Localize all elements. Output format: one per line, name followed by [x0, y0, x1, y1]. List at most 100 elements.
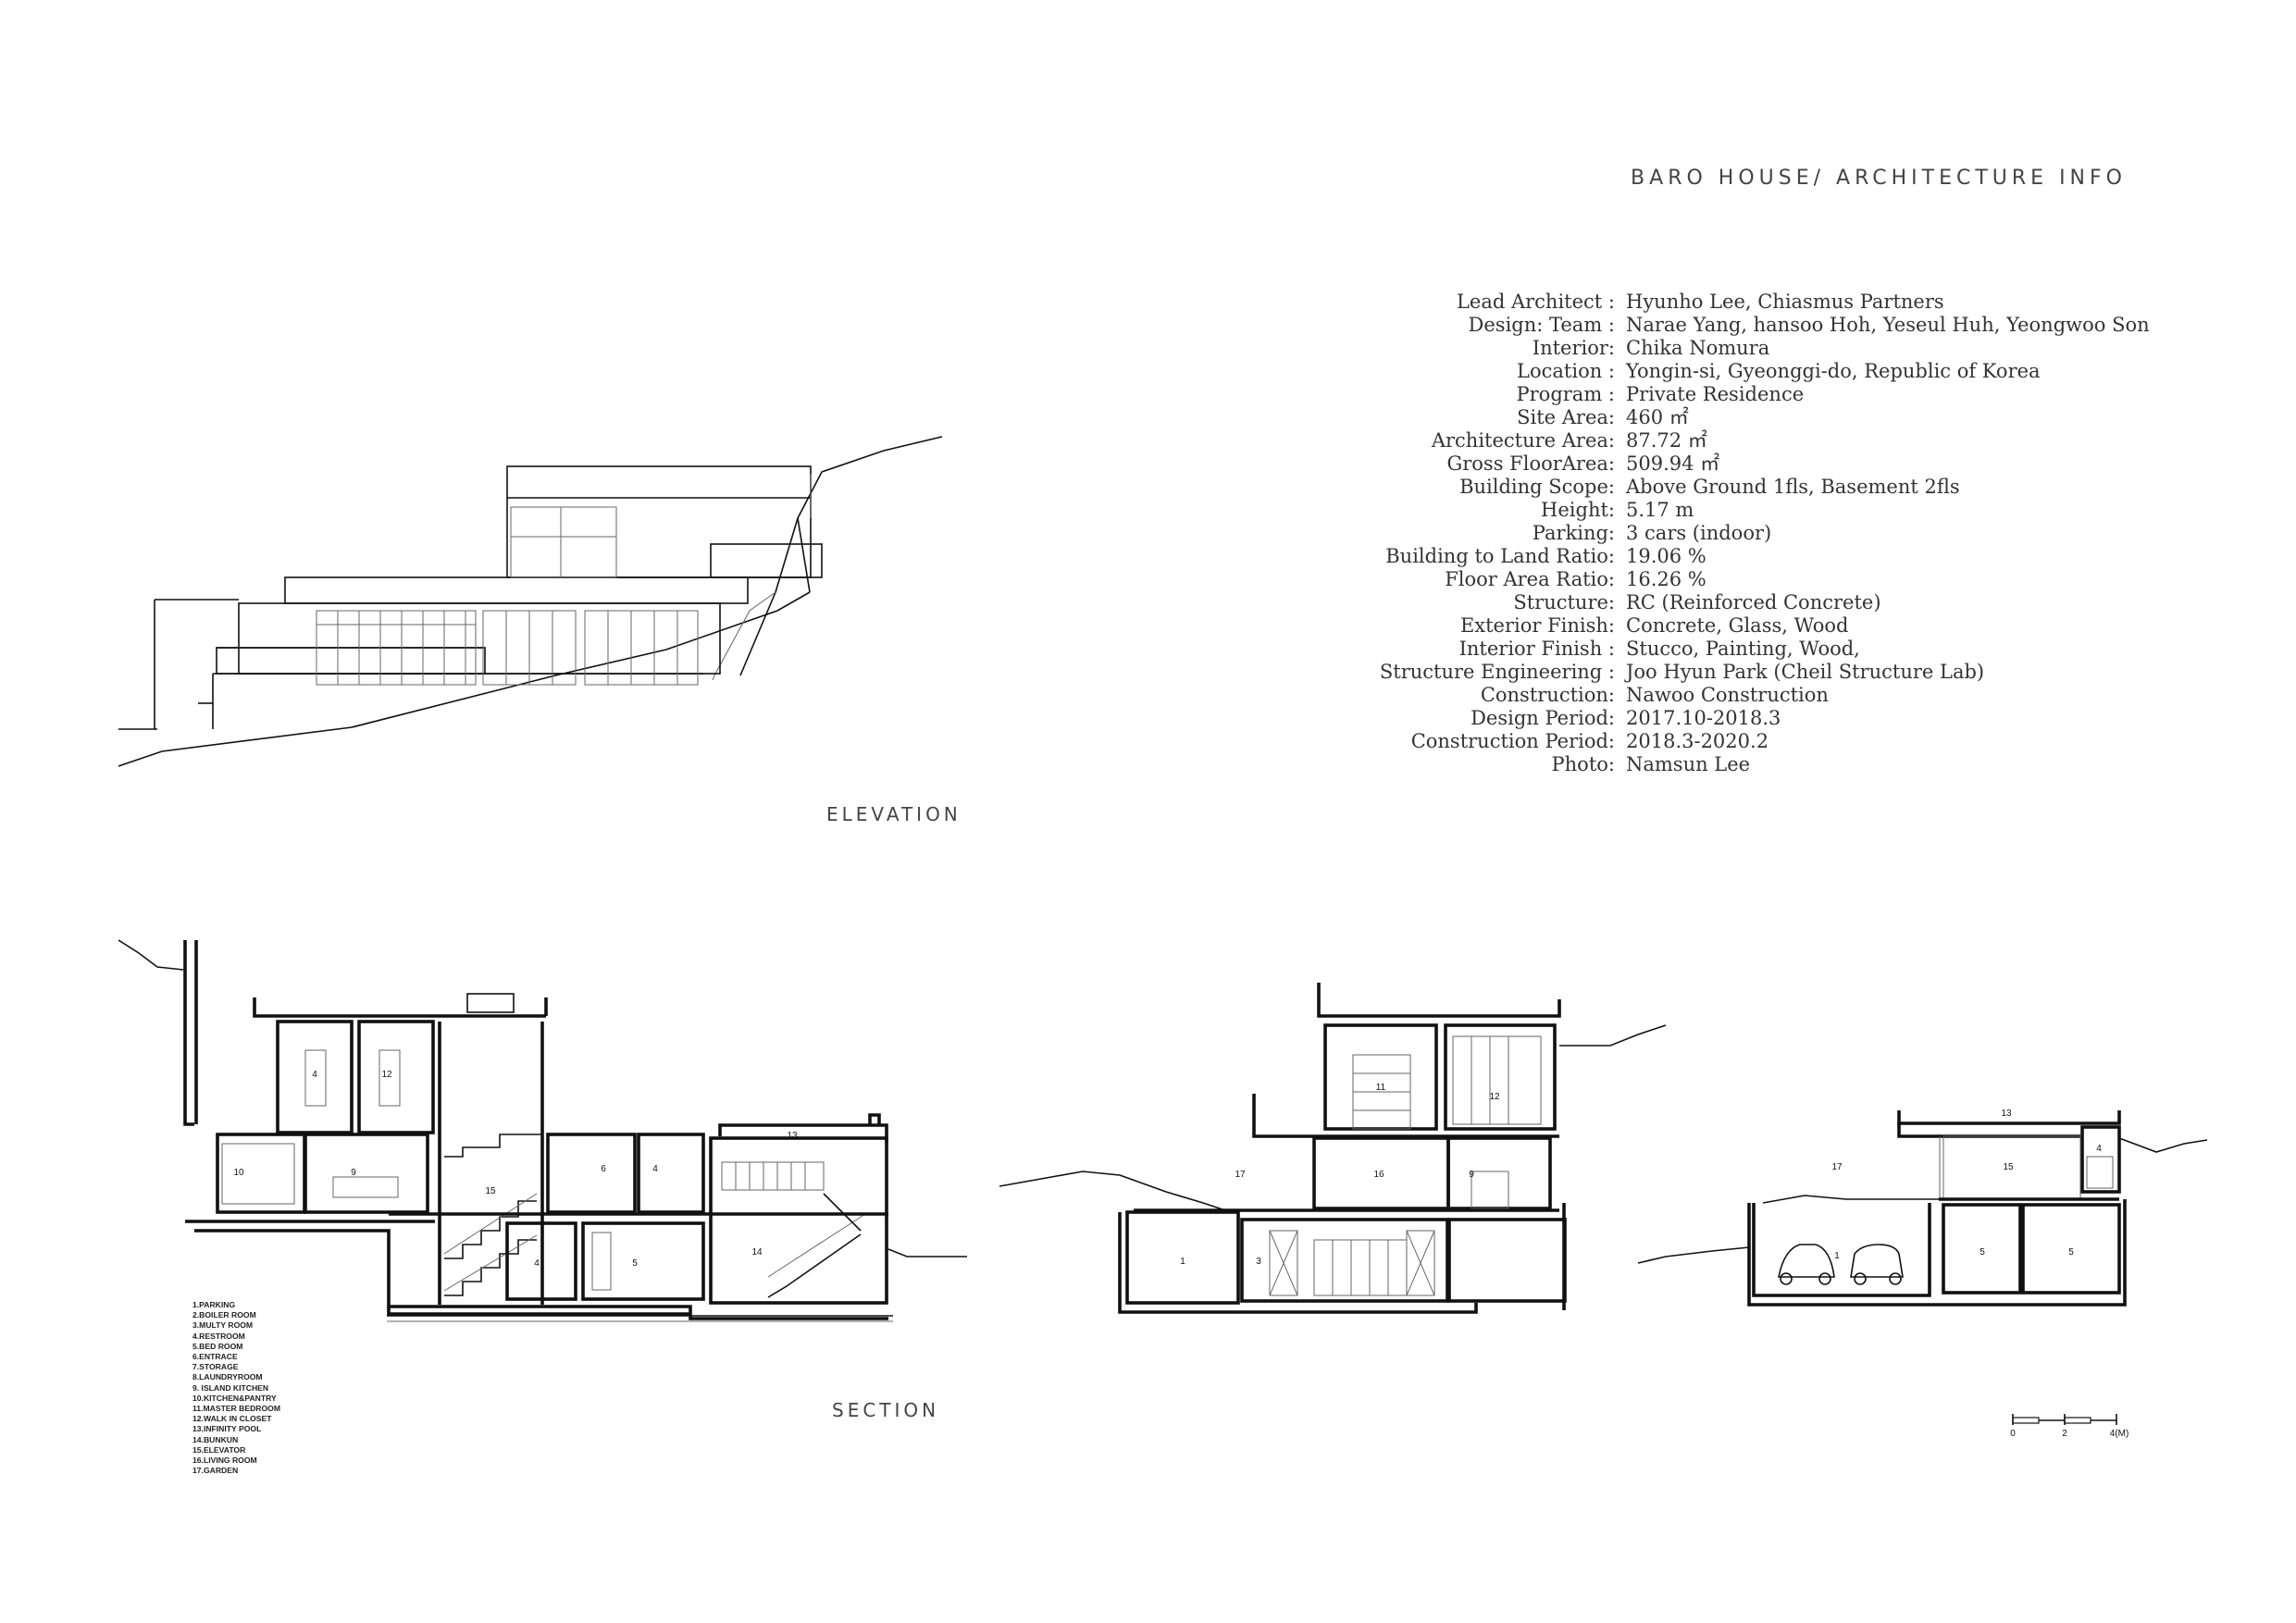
info-label: Parking: [1532, 522, 1615, 544]
info-row: Construction Period: 2018.3-2020.2 [1203, 730, 2221, 753]
info-row: Photo: Namsun Lee [1203, 753, 2221, 776]
label-b-1: 1 [1180, 1257, 1185, 1267]
info-label: Exterior Finish: [1459, 614, 1615, 637]
label-a-5: 5 [632, 1258, 638, 1269]
legend-item: 6.ENTRACE [192, 1352, 238, 1362]
info-row: Floor Area Ratio: 16.26 % [1203, 568, 2221, 591]
info-row: Design: Team : Narae Yang, hansoo Hoh, Ye… [1203, 314, 2221, 337]
label-c-15: 15 [2003, 1162, 2014, 1172]
info-label: Lead Architect : [1456, 291, 1615, 313]
info-value: 19.06 % [1626, 545, 1706, 567]
info-value: Hyunho Lee, Chiasmus Partners [1626, 291, 1944, 313]
scale-tick-4: 4(M) [2110, 1429, 2129, 1439]
info-label: Gross FloorArea: [1446, 452, 1615, 475]
legend-item: 7.STORAGE [192, 1362, 239, 1372]
info-value: Narae Yang, hansoo Hoh, Yeseul Huh, Yeon… [1626, 314, 2150, 336]
legend-item: 5.BED ROOM [192, 1341, 243, 1351]
section-c-drawing: 0 2 4(M) [1637, 1110, 2208, 1439]
info-label: Design Period: [1471, 707, 1615, 729]
legend-item: 12.WALK IN CLOSET [192, 1414, 272, 1424]
legend-item: 17.GARDEN [192, 1466, 239, 1476]
label-b-17: 17 [1235, 1170, 1246, 1180]
label-a-9: 9 [351, 1168, 356, 1178]
info-row: Structure:RC (Reinforced Concrete) [1203, 591, 2221, 614]
info-label: Construction Period: [1410, 730, 1615, 752]
label-a-4-upper: 4 [312, 1070, 317, 1080]
info-label: Floor Area Ratio: [1445, 568, 1615, 590]
label-b-12: 12 [1489, 1092, 1500, 1102]
info-label: Program : [1516, 383, 1615, 405]
info-value: 2018.3-2020.2 [1626, 730, 1769, 752]
legend-item: 8.LAUNDRYROOM [192, 1372, 263, 1382]
legend-item: 15.ELEVATOR [192, 1444, 246, 1455]
info-row: Parking: 3 cars (indoor) [1203, 522, 2221, 545]
label-c-17: 17 [1831, 1162, 1843, 1172]
info-label: Structure: [1513, 591, 1615, 613]
label-a-13: 13 [787, 1131, 798, 1141]
scale-tick-2: 2 [2062, 1429, 2067, 1439]
info-label: Site Area: [1517, 406, 1615, 428]
legend-item: 4.RESTROOM [192, 1331, 245, 1341]
info-label: Design: Team : [1468, 314, 1615, 336]
label-c-4: 4 [2096, 1144, 2102, 1154]
label-c-5-right: 5 [2068, 1247, 2074, 1258]
info-value: Yongin-si, Gyeonggi-do, Republic of Kore… [1626, 360, 2041, 382]
sheet-title: BARO HOUSE/ ARCHITECTURE INFO [1631, 167, 2127, 190]
elevation-caption: ELEVATION [826, 803, 962, 825]
section-a-drawing [118, 939, 967, 1322]
info-value: 460 ㎡ [1626, 406, 1689, 428]
info-row: Site Area: 460 ㎡ [1203, 406, 2221, 429]
info-label: Interior Finish : [1458, 638, 1615, 660]
info-row: Building Scope:Above Ground 1fls, Baseme… [1203, 476, 2221, 499]
info-label: Photo: [1551, 753, 1615, 775]
info-value: Concrete, Glass, Wood [1626, 614, 1849, 637]
label-a-10: 10 [233, 1168, 244, 1178]
label-c-5-left: 5 [1980, 1247, 1985, 1258]
legend-item: 1.PARKING [192, 1300, 236, 1309]
info-value: 3 cars (indoor) [1626, 522, 1772, 544]
info-row: Construction: Nawoo Construction [1203, 684, 2221, 707]
info-value: 16.26 % [1626, 568, 1706, 590]
label-a-12: 12 [381, 1070, 392, 1080]
info-row: Architecture Area:87.72 ㎡ [1203, 429, 2221, 452]
scale-bar: 0 2 4(M) [2010, 1414, 2128, 1439]
label-a-15: 15 [485, 1186, 496, 1196]
info-row: Program :Private Residence [1203, 383, 2221, 406]
info-value: 509.94 ㎡ [1626, 452, 1720, 475]
info-value: 87.72 ㎡ [1626, 429, 1707, 452]
label-c-1: 1 [1834, 1251, 1840, 1261]
info-value: Chika Nomura [1626, 337, 1770, 359]
info-value: Stucco, Painting, Wood, [1626, 638, 1860, 660]
info-row: Interior:Chika Nomura [1203, 337, 2221, 360]
label-a-4-mid: 4 [652, 1164, 658, 1174]
label-b-16: 16 [1373, 1170, 1384, 1180]
info-value: 2017.10-2018.3 [1626, 707, 1781, 729]
legend-item: 3.MULTY ROOM [192, 1320, 254, 1331]
info-row: Gross FloorArea: 509.94 ㎡ [1203, 452, 2221, 476]
info-label: Construction: [1480, 684, 1615, 706]
label-b-11: 11 [1376, 1083, 1386, 1093]
info-row: Structure Engineering :Joo Hyun Park (Ch… [1203, 661, 2221, 684]
info-value: Above Ground 1fls, Basement 2fls [1626, 476, 1960, 498]
info-row: Building to Land Ratio:19.06 % [1203, 545, 2221, 568]
info-value: Joo Hyun Park (Cheil Structure Lab) [1626, 661, 1985, 683]
legend-item: 16.LIVING ROOM [192, 1456, 257, 1466]
info-row: Design Period: 2017.10-2018.3 [1203, 707, 2221, 730]
legend-item: 11.MASTER BEDROOM [192, 1404, 281, 1414]
legend-item: 10.KITCHEN&PANTRY [192, 1393, 277, 1403]
info-value: Namsun Lee [1626, 753, 1751, 775]
elevation-drawing [118, 436, 943, 767]
label-a-4-lower: 4 [534, 1258, 540, 1269]
section-labels: 4 12 10 9 15 6 4 13 4 5 14 11 12 17 16 9… [233, 1070, 2102, 1269]
label-c-13: 13 [2001, 1109, 2012, 1119]
info-label: Height: [1541, 499, 1615, 521]
architecture-info-table: Lead Architect : Hyunho Lee, Chiasmus Par… [1203, 291, 2221, 776]
legend-item: 9. ISLAND KITCHEN [192, 1382, 269, 1393]
info-value: Nawoo Construction [1626, 684, 1829, 706]
section-b-drawing [999, 983, 1667, 1314]
label-a-6: 6 [601, 1164, 606, 1174]
section-caption: SECTION [832, 1399, 940, 1421]
scale-tick-0: 0 [2010, 1429, 2016, 1439]
